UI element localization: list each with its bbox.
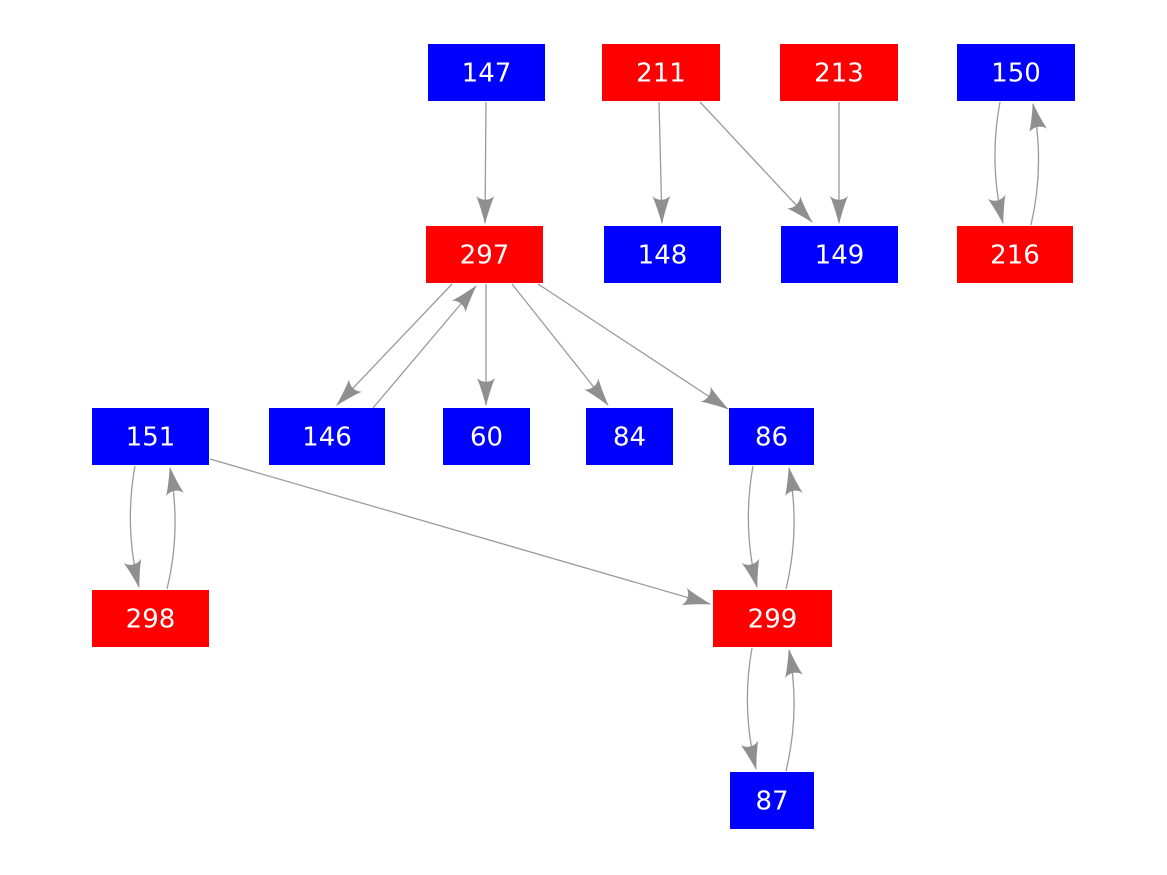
node-rect-60 [443,408,530,465]
edge-297-to-86 [537,283,729,410]
node-rect-298 [92,590,209,647]
node-label-297: 297 [460,241,510,271]
node-rect-297 [426,226,543,283]
graph-node-216: 216 [957,226,1073,283]
node-label-60: 60 [470,423,503,453]
graph-node-213: 213 [780,44,898,101]
node-rect-213 [780,44,898,101]
edge-297-to-146 [336,283,453,406]
edge-151-to-299 [209,458,711,606]
node-rect-299 [713,590,832,647]
graph-node-149: 149 [781,226,898,283]
node-label-148: 148 [638,241,688,271]
graph-node-298: 298 [92,590,209,647]
node-label-86: 86 [755,423,788,453]
edge-147-to-297 [476,101,495,224]
graph-node-211: 211 [602,44,720,101]
graph-node-87: 87 [730,772,814,829]
node-rect-146 [269,408,385,465]
node-label-146: 146 [302,423,352,453]
edge-150-to-216 [987,101,1006,224]
graph-node-148: 148 [604,226,721,283]
graph-node-299: 299 [713,590,832,647]
edge-151-to-298 [123,465,142,588]
graph-node-84: 84 [586,408,673,465]
node-label-299: 299 [748,605,798,635]
edge-216-to-150 [1029,103,1048,226]
node-rect-148 [604,226,721,283]
edge-211-to-148 [652,101,671,224]
node-rect-147 [428,44,545,101]
node-label-216: 216 [990,241,1040,271]
node-label-211: 211 [636,59,686,89]
node-rect-151 [92,408,209,465]
graph-node-297: 297 [426,226,543,283]
node-label-151: 151 [126,423,176,453]
graph-node-150: 150 [957,44,1075,101]
edge-297-to-84 [511,283,609,406]
node-rect-87 [730,772,814,829]
node-label-149: 149 [815,241,865,271]
node-label-298: 298 [126,605,176,635]
graph-node-86: 86 [729,408,814,465]
node-label-150: 150 [991,59,1041,89]
node-rect-149 [781,226,898,283]
nodes-layer: 147 211 213 150 297 148 149 216 151 146 60 84 86 298 2… [92,44,1075,829]
edge-86-to-299 [741,465,760,588]
node-label-84: 84 [613,423,646,453]
edge-87-to-299 [785,649,803,772]
edge-298-to-151 [166,467,184,590]
node-label-213: 213 [814,59,864,89]
node-label-87: 87 [755,787,788,817]
edge-146-to-297 [372,285,477,409]
edge-299-to-86 [785,467,803,590]
edge-299-to-87 [740,647,759,770]
node-label-147: 147 [462,59,512,89]
graph-node-147: 147 [428,44,545,101]
node-rect-86 [729,408,814,465]
node-rect-216 [957,226,1073,283]
graph-node-60: 60 [443,408,530,465]
edge-211-to-149 [699,101,813,223]
graph-node-151: 151 [92,408,209,465]
node-rect-211 [602,44,720,101]
node-rect-84 [586,408,673,465]
edges-layer [123,101,1048,772]
graph-node-146: 146 [269,408,385,465]
node-rect-150 [957,44,1075,101]
